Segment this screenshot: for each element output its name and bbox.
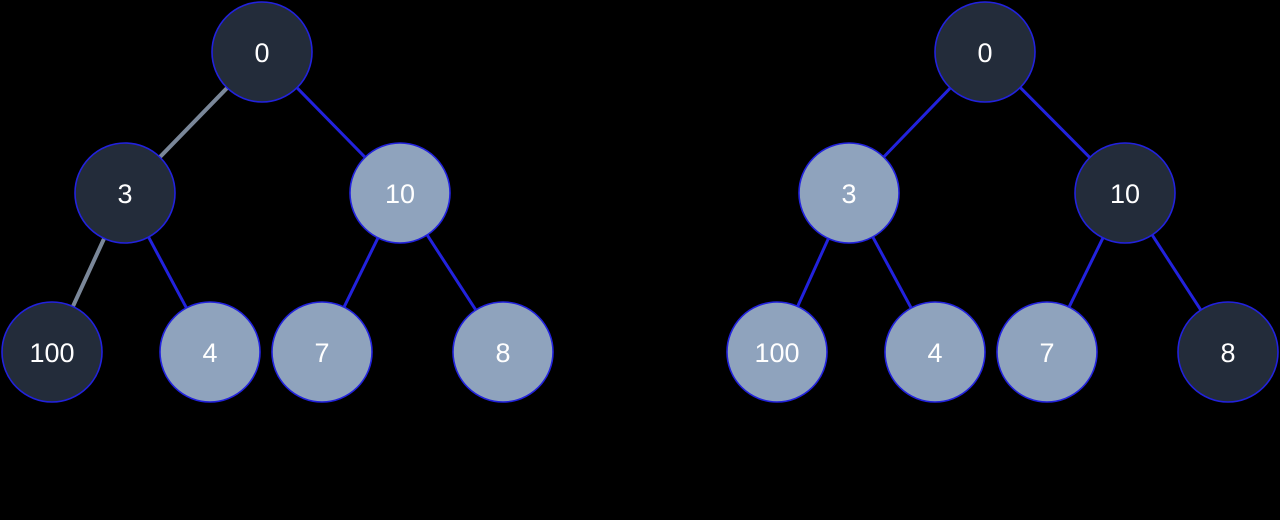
tree-edge-L10-L7 — [341, 234, 381, 311]
edges-layer — [70, 84, 1204, 314]
node-circle-R8[interactable] — [1177, 301, 1279, 403]
tree-node-R4[interactable]: 4 — [884, 301, 986, 403]
tree-edge-R0-R3 — [880, 85, 954, 160]
left-tree-edges — [70, 84, 479, 314]
tree-node-L7[interactable]: 7 — [271, 301, 373, 403]
node-circle-R3[interactable] — [798, 142, 900, 244]
node-circle-L0[interactable] — [211, 1, 313, 103]
tree-node-R3[interactable]: 3 — [798, 142, 900, 244]
tree-edge-R3-R100 — [795, 235, 831, 310]
node-circle-L7[interactable] — [271, 301, 373, 403]
tree-edge-R0-R10 — [1017, 84, 1093, 161]
node-circle-R7[interactable] — [996, 301, 1098, 403]
tree-node-L0[interactable]: 0 — [211, 1, 313, 103]
right-tree-edges — [795, 84, 1204, 314]
node-circle-L100[interactable] — [1, 301, 103, 403]
tree-node-R10[interactable]: 10 — [1074, 142, 1176, 244]
node-circle-R100[interactable] — [726, 301, 828, 403]
tree-node-L10[interactable]: 10 — [349, 142, 451, 244]
tree-edge-L0-L3 — [156, 84, 231, 161]
tree-edge-R10-R7 — [1066, 234, 1106, 311]
tree-node-R100[interactable]: 100 — [726, 301, 828, 403]
tree-edge-L3-L100 — [70, 234, 107, 311]
tree-edge-L3-L4 — [146, 233, 189, 312]
node-circle-R0[interactable] — [934, 1, 1036, 103]
tree-edge-R3-R4 — [870, 233, 914, 312]
node-circle-R10[interactable] — [1074, 142, 1176, 244]
node-circle-R4[interactable] — [884, 301, 986, 403]
node-circle-L10[interactable] — [349, 142, 451, 244]
node-circle-L8[interactable] — [452, 301, 554, 403]
tree-node-R7[interactable]: 7 — [996, 301, 1098, 403]
tree-node-L100[interactable]: 100 — [1, 301, 103, 403]
node-circle-L4[interactable] — [159, 301, 261, 403]
tree-node-L4[interactable]: 4 — [159, 301, 261, 403]
tree-edge-L10-L8 — [424, 231, 479, 314]
tree-edge-R10-R8 — [1149, 231, 1204, 314]
tree-node-L3[interactable]: 3 — [74, 142, 176, 244]
node-circle-L3[interactable] — [74, 142, 176, 244]
tree-node-R0[interactable]: 0 — [934, 1, 1036, 103]
tree-node-R8[interactable]: 8 — [1177, 301, 1279, 403]
tree-node-L8[interactable]: 8 — [452, 301, 554, 403]
tree-edge-L0-L10 — [294, 84, 368, 161]
